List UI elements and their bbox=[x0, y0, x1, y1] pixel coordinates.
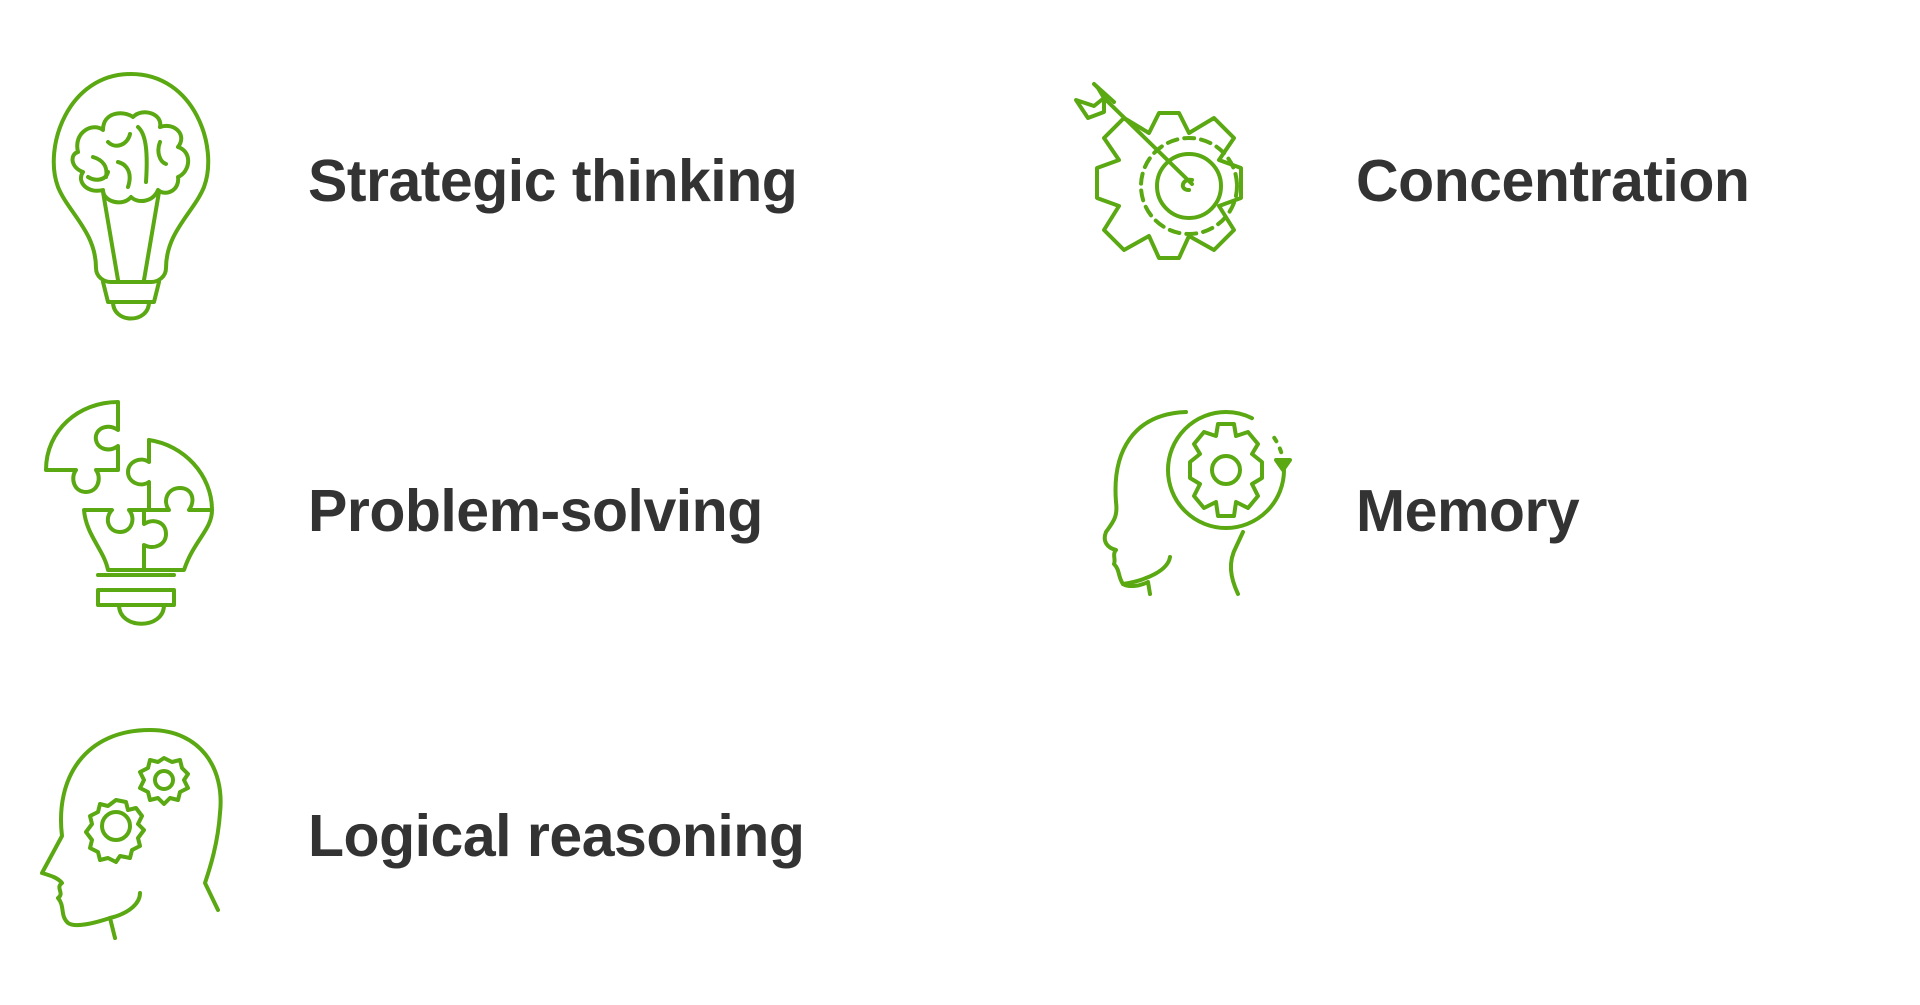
skill-label: Logical reasoning bbox=[308, 803, 805, 869]
skill-label: Concentration bbox=[1356, 148, 1750, 214]
skill-label: Memory bbox=[1356, 478, 1580, 544]
head-gear-cycle-icon bbox=[1098, 402, 1292, 598]
lightbulb-brain-icon bbox=[48, 72, 214, 321]
gear-target-arrow-icon bbox=[1074, 80, 1274, 280]
head-gears-icon bbox=[40, 728, 224, 943]
skill-label: Strategic thinking bbox=[308, 148, 798, 214]
skill-label: Problem-solving bbox=[308, 478, 763, 544]
lightbulb-puzzle-icon bbox=[44, 400, 214, 645]
